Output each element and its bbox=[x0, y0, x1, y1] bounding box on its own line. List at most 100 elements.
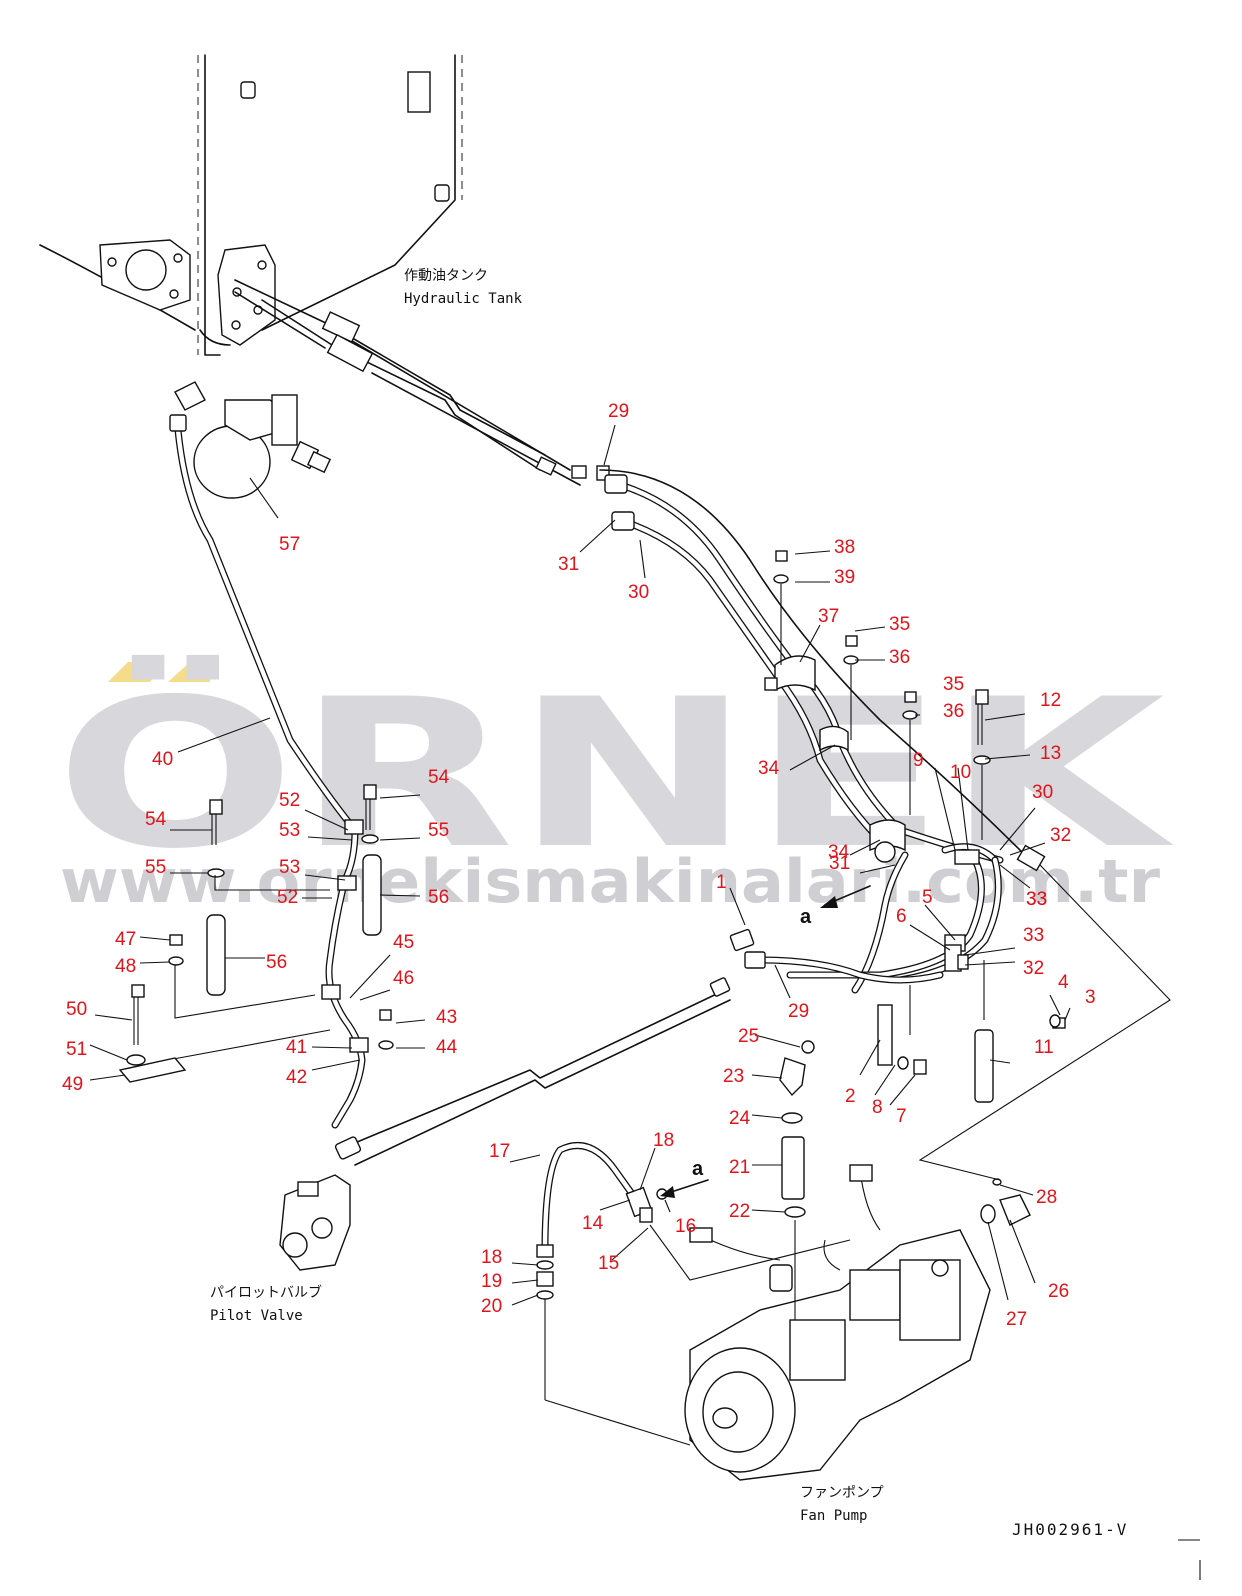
callout-28: 28 bbox=[1036, 1187, 1057, 1208]
callout-20: 20 bbox=[481, 1296, 502, 1317]
callout-33a: 33 bbox=[1026, 889, 1047, 910]
callout-47: 47 bbox=[115, 929, 136, 950]
callout-7: 7 bbox=[896, 1106, 907, 1127]
callout-24: 24 bbox=[729, 1108, 751, 1129]
callout-52a: 52 bbox=[279, 790, 300, 811]
callout-13: 13 bbox=[1040, 743, 1061, 764]
tank-flange-right bbox=[217, 244, 276, 346]
callout-46: 46 bbox=[393, 968, 414, 989]
callout-26: 26 bbox=[1048, 1281, 1069, 1302]
callout-32b: 32 bbox=[1023, 958, 1044, 979]
callout-44: 44 bbox=[436, 1037, 458, 1058]
hydraulic-tank-label-en: Hydraulic Tank bbox=[404, 291, 523, 307]
callout-18b: 18 bbox=[481, 1247, 502, 1268]
callout-55a: 55 bbox=[428, 820, 449, 841]
callout-10: 10 bbox=[950, 762, 971, 783]
callout-8: 8 bbox=[872, 1097, 883, 1118]
callout-17: 17 bbox=[489, 1141, 510, 1162]
callout-56b: 56 bbox=[266, 952, 287, 973]
pilot-valve-label-jp: パイロットバルブ bbox=[210, 1284, 322, 1301]
fan-pump-label-jp: ファンポンプ bbox=[800, 1485, 884, 1501]
callout-57: 57 bbox=[279, 534, 300, 555]
tank-lines bbox=[234, 279, 610, 486]
callout-35b: 35 bbox=[943, 674, 964, 695]
drawing-id: JH002961-V bbox=[1012, 1520, 1128, 1539]
callout-54b: 54 bbox=[145, 809, 167, 830]
callout-23: 23 bbox=[723, 1066, 744, 1087]
callout-18a: 18 bbox=[653, 1130, 674, 1151]
callout-30b: 30 bbox=[1032, 782, 1053, 803]
callout-25: 25 bbox=[738, 1026, 759, 1047]
view-ref-label-upper: a bbox=[800, 906, 812, 928]
hydraulic-tank-label-jp: 作動油タンク bbox=[404, 268, 488, 284]
callout-19: 19 bbox=[481, 1271, 502, 1292]
callout-31a: 31 bbox=[558, 554, 579, 575]
callout-33c: 33 bbox=[1026, 889, 1047, 910]
callout-34b: 34 bbox=[828, 842, 850, 863]
callout-4: 4 bbox=[1058, 972, 1069, 993]
callout-55b: 55 bbox=[145, 857, 166, 878]
callout-41: 41 bbox=[286, 1037, 307, 1058]
callout-35a: 35 bbox=[889, 614, 910, 635]
callout-5: 5 bbox=[922, 887, 933, 908]
pilot-valve: パイロットバルブ Pilot Valve bbox=[210, 1174, 351, 1324]
callout-56a: 56 bbox=[428, 887, 449, 908]
callout-numbers: 1 2 3 4 5 6 7 8 9 10 11 12 13 14 15 16 1… bbox=[62, 401, 1096, 1330]
callout-12: 12 bbox=[1040, 690, 1061, 711]
callout-39: 39 bbox=[834, 567, 855, 588]
hose-17-assembly bbox=[536, 1142, 851, 1446]
callout-50: 50 bbox=[66, 999, 87, 1020]
callout-6: 6 bbox=[896, 906, 907, 927]
callout-38: 38 bbox=[834, 537, 855, 558]
tank-flange-left bbox=[99, 239, 191, 311]
view-ref-label-lower: a bbox=[692, 1158, 704, 1180]
callout-36b: 36 bbox=[943, 701, 964, 722]
callout-1: 1 bbox=[716, 872, 727, 893]
callout-40: 40 bbox=[152, 749, 173, 770]
view-reference-arrows: a a bbox=[660, 885, 871, 1198]
main-hoses bbox=[599, 469, 1046, 994]
callout-52b: 52 bbox=[277, 887, 298, 908]
leader-lines bbox=[89, 424, 1071, 1306]
callout-34a: 34 bbox=[758, 758, 780, 779]
callout-14: 14 bbox=[582, 1213, 604, 1234]
watermark-accent-left bbox=[108, 662, 165, 682]
callout-51: 51 bbox=[66, 1039, 87, 1060]
callout-11: 11 bbox=[1034, 1037, 1054, 1058]
callout-15: 15 bbox=[598, 1253, 619, 1274]
left-bracket-parts bbox=[118, 784, 394, 1083]
callout-54a: 54 bbox=[428, 767, 450, 788]
callout-53a: 53 bbox=[279, 820, 300, 841]
callout-42: 42 bbox=[286, 1067, 307, 1088]
callout-16: 16 bbox=[675, 1216, 696, 1237]
hydraulic-tank: 作動油タンク Hydraulic Tank bbox=[39, 54, 523, 356]
pilot-valve-label-en: Pilot Valve bbox=[210, 1308, 303, 1324]
callout-49: 49 bbox=[62, 1074, 83, 1095]
callout-3: 3 bbox=[1085, 987, 1096, 1008]
callout-32a: 32 bbox=[1050, 825, 1071, 846]
callout-53b: 53 bbox=[279, 857, 300, 878]
callout-2: 2 bbox=[845, 1086, 856, 1107]
callout-21: 21 bbox=[729, 1157, 750, 1178]
callout-31b: 31 bbox=[829, 853, 850, 874]
watermark: ÖRNEK www.ornekismakinalari.com.tr bbox=[55, 655, 1175, 917]
callout-22: 22 bbox=[729, 1201, 750, 1222]
callout-30a: 30 bbox=[628, 582, 649, 603]
pilot-lines bbox=[169, 381, 731, 1166]
accumulator bbox=[193, 394, 332, 499]
callout-29b: 29 bbox=[788, 1001, 809, 1022]
fan-pump: ファンポンプ Fan Pump bbox=[684, 1164, 991, 1524]
callout-37: 37 bbox=[818, 606, 839, 627]
callout-48: 48 bbox=[115, 956, 136, 977]
callout-36a: 36 bbox=[889, 647, 910, 668]
callout-9: 9 bbox=[913, 750, 924, 771]
fan-pump-label-en: Fan Pump bbox=[800, 1508, 867, 1524]
drawing-id-block: JH002961-V bbox=[1012, 1520, 1201, 1580]
watermark-accent-right bbox=[168, 662, 210, 682]
callout-27: 27 bbox=[1006, 1309, 1027, 1330]
pump-fittings bbox=[773, 550, 1171, 1320]
callout-45: 45 bbox=[393, 932, 414, 953]
callout-29a: 29 bbox=[608, 401, 629, 422]
callout-33b: 33 bbox=[1023, 925, 1044, 946]
